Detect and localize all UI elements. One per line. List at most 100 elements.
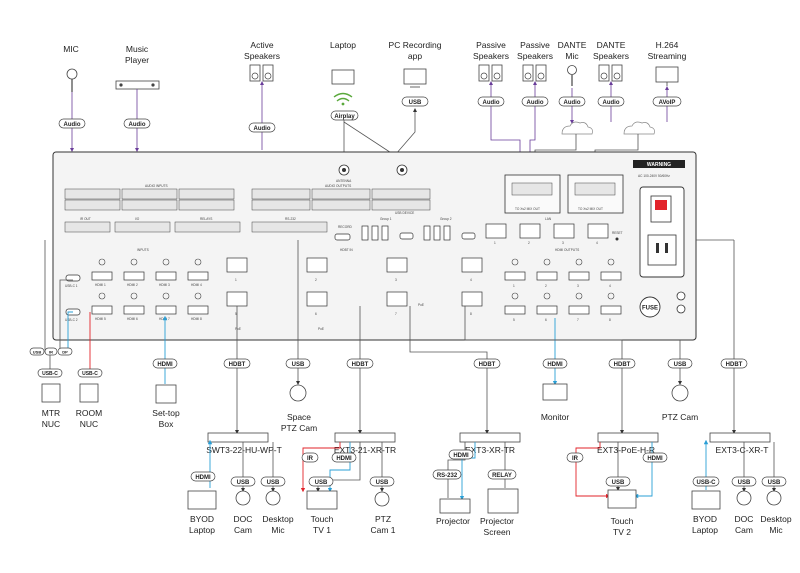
touch2-ir-tag: IR [572,456,579,462]
ptzcam1-label-2: Cam 1 [370,525,395,535]
doc2-usb-tag: USB [738,480,751,486]
power-rating: AC 100-240V 50/60Hz [638,174,670,178]
antenna-connectors[interactable] [338,164,408,176]
ext3-xr-extender: EXT3-XR-TR [459,432,521,455]
mic2-label-1: Desktop [760,514,791,524]
room-usbc-tag: USB-C [82,371,98,377]
relays-label: RELAYS [200,217,212,221]
h264-streaming: H.264 Streaming AVoIP [648,40,687,122]
io-terminals[interactable]: I/O [114,217,171,233]
rs232-terminals[interactable]: RS-232 [251,217,328,233]
hdmi-in-2: HDMI 2 [127,283,138,287]
group2-label: Group 2 [440,217,452,221]
laptop-icon [187,490,217,510]
touch1-usb-tag: USB [315,480,328,486]
active-speakers: Active Speakers Audio [244,40,280,150]
lan-port-2: 2 [528,241,530,245]
mic2-label-2: Mic [769,525,783,535]
dantemic-label-1: DANTE [558,40,587,50]
projector-hdmi-tag: HDMI [453,453,469,459]
usb-small-tag: USB [33,349,42,354]
hdbt-tag-4: HDBT [614,362,631,368]
hdbt-tag-3: HDBT [479,362,496,368]
usb-device-label: USB DEVICE [395,211,414,215]
wifi-icon [333,92,353,106]
desktop-mic-icon [766,490,782,506]
dantespk-audio-tag: Audio [603,100,620,106]
passive2-audio-tag: Audio [527,100,544,106]
usbc-input-ports[interactable]: USB-C 1 USB-C 2 [65,274,81,322]
active-audio-tag: Audio [254,126,271,132]
lan-port-4: 4 [596,241,598,245]
ptz2-label: PTZ Cam [662,412,698,422]
mic-source: MIC Audio [58,44,86,152]
mic-audio-tag: Audio [64,122,81,128]
warning-label: WARNING AC 100-240V 50/60Hz [633,160,685,178]
hdmi-input-ports[interactable]: HDMI 1 HDMI 2 HDMI 3 HDMI 4 HDMI 5 HDMI … [91,258,209,321]
set-top-box-icon [155,384,177,404]
lan-ports[interactable]: 1 2 3 4 [485,223,609,245]
room-label-1: ROOM [76,408,102,418]
fuse-label: FUSE [642,306,658,312]
ir-out-label: IR OUT [80,217,91,221]
touch2-hdmi-tag: HDMI [647,456,663,462]
laptop-icon [691,490,721,510]
camera-icon [736,490,752,506]
warning-text: WARNING [647,162,671,168]
speaker-icon [598,64,623,82]
doc1-usb-tag: USB [237,480,250,486]
music-label-1: Music [126,44,149,54]
laptop-icon [331,69,355,85]
music-player-source: Music Player Audio [115,44,160,152]
audio-input-terminals[interactable] [64,188,235,211]
relays-terminals[interactable]: RELAYS [174,217,241,233]
hdmi-out-3: 3 [577,284,579,288]
antenna-label: ANTENNA [336,179,352,183]
monitor-icon [542,383,568,401]
hdbt-tag-2: HDBT [352,362,369,368]
pcrec-label-2: app [408,51,422,61]
power-switch[interactable] [639,186,685,278]
settop-hdmi-tag: HDMI [157,362,173,368]
ext3-poe-extender: EXT3-PoE-H-R [597,432,659,455]
projector-screen-icon [487,488,519,514]
music-player-icon [115,80,160,90]
amplifier-output-blocks[interactable]: TO Xs2 MIX OUT TO Xs2 MIX OUT [504,174,624,214]
group1-label: Group 1 [380,217,392,221]
lan-label: LAN [545,217,552,221]
fuse-holder[interactable]: FUSE [639,291,686,318]
doc2-label-2: Cam [735,525,753,535]
mic1-label-2: Mic [271,525,285,535]
ir-out-terminals[interactable]: IR OUT [64,217,111,233]
avoip-tag: AVoIP [659,100,676,106]
doc1-label-2: Cam [234,525,252,535]
desktop-mic-icon [265,490,281,506]
extxr-label: EXT3-XR-TR [465,445,515,455]
rs232-tag: RS-232 [437,473,458,479]
audio-output-terminals[interactable] [251,188,431,211]
matrix-switcher-panel: AUDIO INPUTS IR OUT I/O RELAYS AUDIO OUT… [52,151,697,341]
speaker-icon [478,64,503,82]
ext21-label: EXT3-21-XR-TR [334,445,396,455]
record-usb-port[interactable] [334,233,351,241]
ext3-c-extender: EXT3-C-XR-T [709,432,771,455]
ptz-usb-tag: USB [292,362,305,368]
pc-icon [403,68,427,88]
monitor-label: Monitor [541,412,570,422]
touch2-usb-tag: USB [612,480,625,486]
ptz-camera-icon [671,384,689,402]
io-label: I/O [135,217,140,221]
hdmi-in-1: HDMI 1 [95,283,106,287]
usb-device-ports[interactable] [361,225,476,241]
amp-label-2: TO Xs2 MIX OUT [578,207,603,211]
microphone-icon [66,68,78,92]
hdbt-ports[interactable]: 1 2 3 4 5 6 7 8 [226,257,483,316]
reset-button[interactable] [615,237,619,241]
hdmi-output-ports[interactable]: 1 2 3 4 5 6 7 8 [504,258,622,322]
music-label-2: Player [125,55,149,65]
hdmi-out-6: 6 [545,318,547,322]
hdmi-in-4: HDMI 4 [191,283,202,287]
laptop-source: Laptop Airplay [330,40,403,161]
hdmi-in-6: HDMI 6 [127,317,138,321]
extpoe-label: EXT3-PoE-H-R [597,445,655,455]
